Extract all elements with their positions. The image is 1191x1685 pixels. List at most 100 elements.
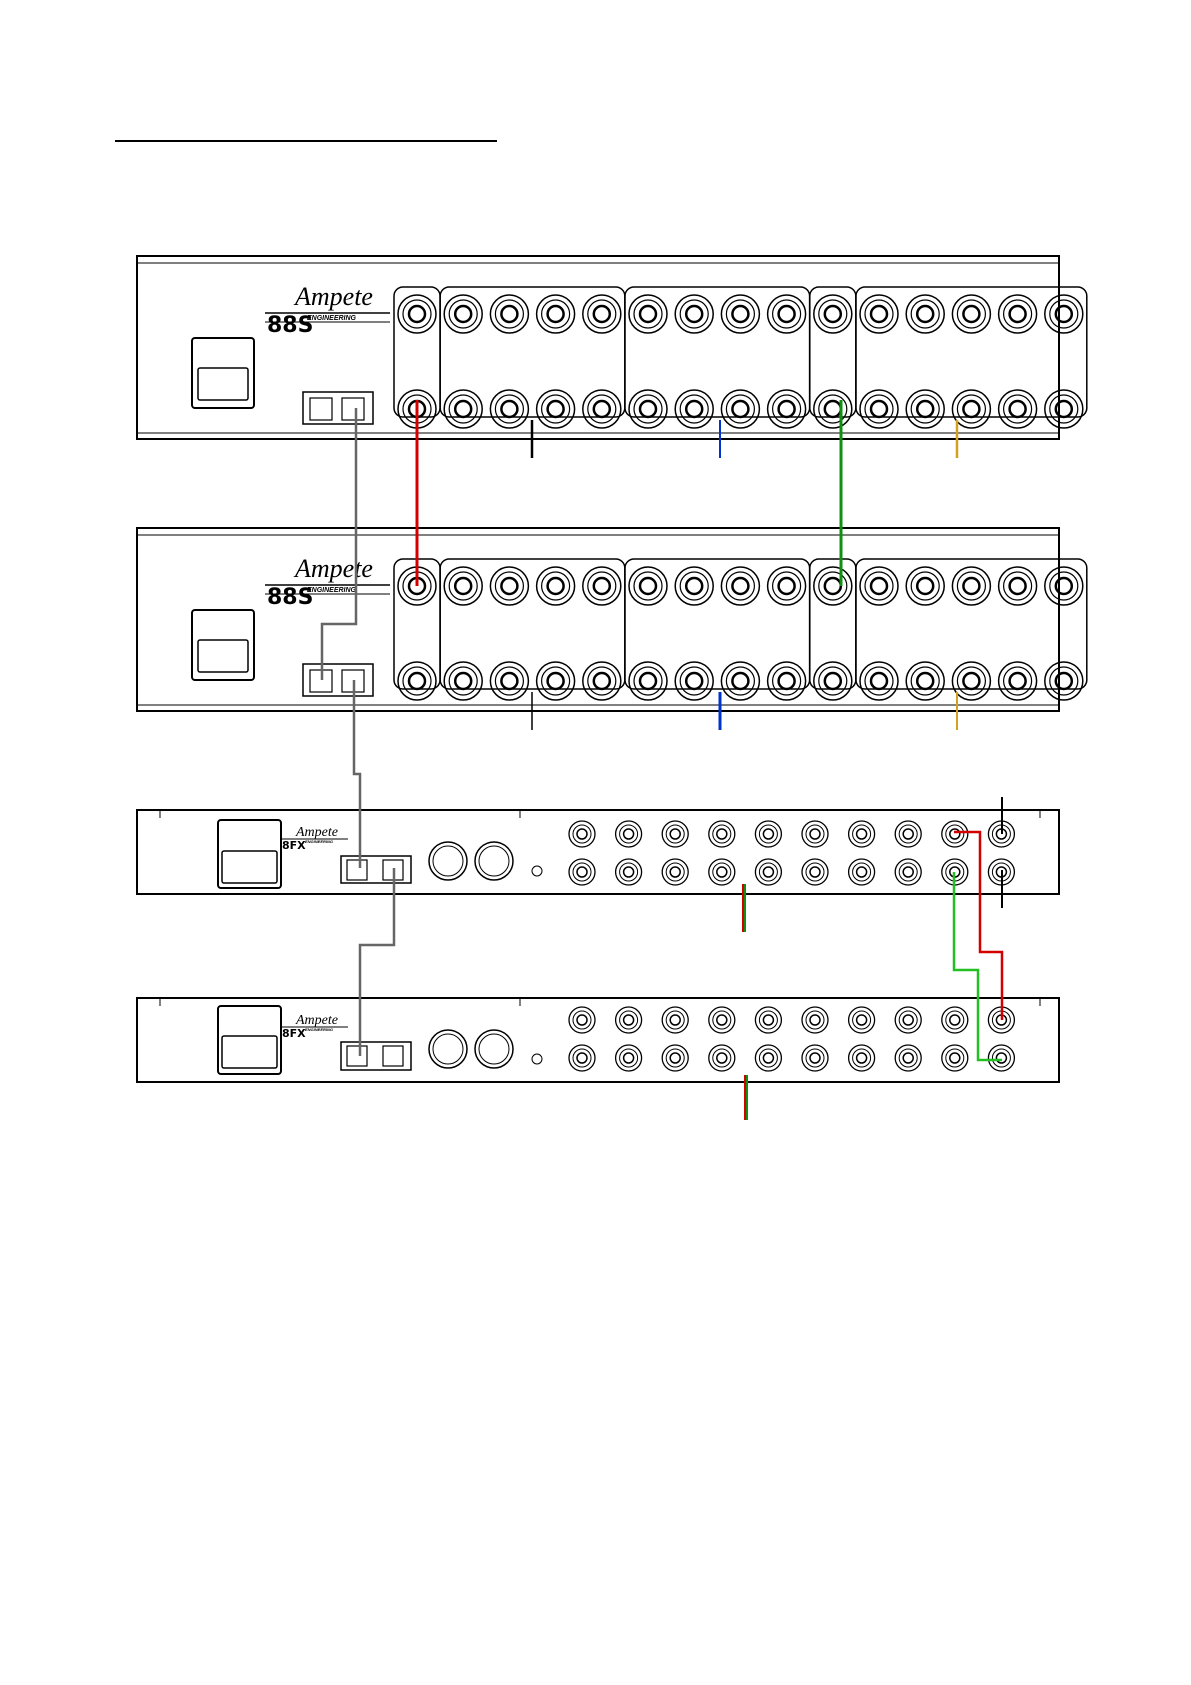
jack-socket-icon[interactable] (616, 821, 642, 847)
jack-socket-icon[interactable] (569, 859, 595, 885)
jack-socket-icon[interactable] (1045, 295, 1083, 333)
jack-socket-icon[interactable] (768, 662, 806, 700)
jack-socket-icon[interactable] (629, 295, 667, 333)
jack-socket-icon[interactable] (906, 295, 944, 333)
jack-socket-icon[interactable] (906, 662, 944, 700)
jack-socket-icon[interactable] (569, 1045, 595, 1071)
ethernet-port-icon[interactable] (347, 1046, 367, 1066)
ethernet-port-icon[interactable] (310, 398, 332, 420)
jack-socket-icon[interactable] (444, 390, 482, 428)
jack-socket-icon[interactable] (444, 567, 482, 605)
xlr-connector-icon[interactable] (429, 842, 467, 880)
jack-socket-icon[interactable] (675, 567, 713, 605)
ethernet-port-icon[interactable] (347, 860, 367, 880)
jack-socket-icon[interactable] (675, 390, 713, 428)
jack-socket-icon[interactable] (721, 662, 759, 700)
jack-socket-icon[interactable] (583, 390, 621, 428)
jack-socket-icon[interactable] (999, 295, 1037, 333)
jack-socket-icon[interactable] (444, 295, 482, 333)
jack-socket-icon[interactable] (999, 567, 1037, 605)
jack-socket-icon[interactable] (537, 567, 575, 605)
jack-socket-icon[interactable] (802, 1007, 828, 1033)
jack-socket-icon[interactable] (721, 295, 759, 333)
jack-socket-icon[interactable] (662, 859, 688, 885)
jack-socket-icon[interactable] (952, 567, 990, 605)
jack-socket-icon[interactable] (662, 1045, 688, 1071)
jack-socket-icon[interactable] (768, 390, 806, 428)
jack-socket-icon[interactable] (583, 567, 621, 605)
jack-socket-icon[interactable] (849, 1007, 875, 1033)
jack-socket-icon[interactable] (768, 567, 806, 605)
jack-socket-icon[interactable] (709, 821, 735, 847)
jack-socket-icon[interactable] (629, 662, 667, 700)
jack-socket-icon[interactable] (814, 295, 852, 333)
jack-socket-icon[interactable] (755, 1007, 781, 1033)
jack-socket-icon[interactable] (721, 567, 759, 605)
jack-socket-icon[interactable] (895, 1045, 921, 1071)
jack-socket-icon[interactable] (444, 662, 482, 700)
jack-socket-icon[interactable] (398, 662, 436, 700)
jack-socket-icon[interactable] (662, 821, 688, 847)
jack-socket-icon[interactable] (490, 662, 528, 700)
jack-socket-icon[interactable] (906, 390, 944, 428)
jack-socket-icon[interactable] (860, 390, 898, 428)
jack-socket-icon[interactable] (768, 295, 806, 333)
jack-socket-icon[interactable] (490, 295, 528, 333)
jack-socket-icon[interactable] (569, 1007, 595, 1033)
jack-socket-icon[interactable] (755, 859, 781, 885)
jack-socket-icon[interactable] (537, 390, 575, 428)
jack-socket-icon[interactable] (952, 295, 990, 333)
jack-socket-icon[interactable] (952, 662, 990, 700)
ethernet-port-icon[interactable] (383, 1046, 403, 1066)
jack-socket-icon[interactable] (629, 567, 667, 605)
jack-socket-icon[interactable] (537, 295, 575, 333)
jack-socket-icon[interactable] (1045, 567, 1083, 605)
jack-socket-icon[interactable] (860, 567, 898, 605)
jack-socket-icon[interactable] (709, 1007, 735, 1033)
jack-socket-icon[interactable] (490, 567, 528, 605)
xlr-connector-icon[interactable] (475, 1030, 513, 1068)
jack-socket-icon[interactable] (988, 1045, 1014, 1071)
jack-socket-icon[interactable] (860, 295, 898, 333)
jack-socket-icon[interactable] (1045, 390, 1083, 428)
jack-socket-icon[interactable] (849, 821, 875, 847)
xlr-connector-icon[interactable] (475, 842, 513, 880)
jack-socket-icon[interactable] (895, 1007, 921, 1033)
jack-socket-icon[interactable] (721, 390, 759, 428)
jack-socket-icon[interactable] (942, 1007, 968, 1033)
jack-socket-icon[interactable] (675, 295, 713, 333)
jack-socket-icon[interactable] (942, 1045, 968, 1071)
jack-socket-icon[interactable] (906, 567, 944, 605)
jack-socket-icon[interactable] (849, 1045, 875, 1071)
jack-socket-icon[interactable] (616, 1007, 642, 1033)
jack-socket-icon[interactable] (999, 662, 1037, 700)
jack-socket-icon[interactable] (999, 390, 1037, 428)
jack-socket-icon[interactable] (490, 390, 528, 428)
jack-socket-icon[interactable] (662, 1007, 688, 1033)
jack-socket-icon[interactable] (802, 859, 828, 885)
jack-socket-icon[interactable] (860, 662, 898, 700)
jack-socket-icon[interactable] (709, 859, 735, 885)
jack-socket-icon[interactable] (569, 821, 595, 847)
jack-socket-icon[interactable] (895, 821, 921, 847)
jack-socket-icon[interactable] (1045, 662, 1083, 700)
jack-socket-icon[interactable] (814, 390, 852, 428)
jack-socket-icon[interactable] (814, 567, 852, 605)
jack-socket-icon[interactable] (709, 1045, 735, 1071)
jack-socket-icon[interactable] (755, 821, 781, 847)
jack-socket-icon[interactable] (802, 821, 828, 847)
jack-socket-icon[interactable] (616, 1045, 642, 1071)
xlr-connector-icon[interactable] (429, 1030, 467, 1068)
jack-socket-icon[interactable] (755, 1045, 781, 1071)
jack-socket-icon[interactable] (629, 390, 667, 428)
jack-socket-icon[interactable] (814, 662, 852, 700)
jack-socket-icon[interactable] (537, 662, 575, 700)
jack-socket-icon[interactable] (942, 821, 968, 847)
jack-socket-icon[interactable] (802, 1045, 828, 1071)
jack-socket-icon[interactable] (895, 859, 921, 885)
jack-socket-icon[interactable] (849, 859, 875, 885)
jack-socket-icon[interactable] (616, 859, 642, 885)
jack-socket-icon[interactable] (675, 662, 713, 700)
jack-socket-icon[interactable] (583, 662, 621, 700)
jack-socket-icon[interactable] (398, 295, 436, 333)
